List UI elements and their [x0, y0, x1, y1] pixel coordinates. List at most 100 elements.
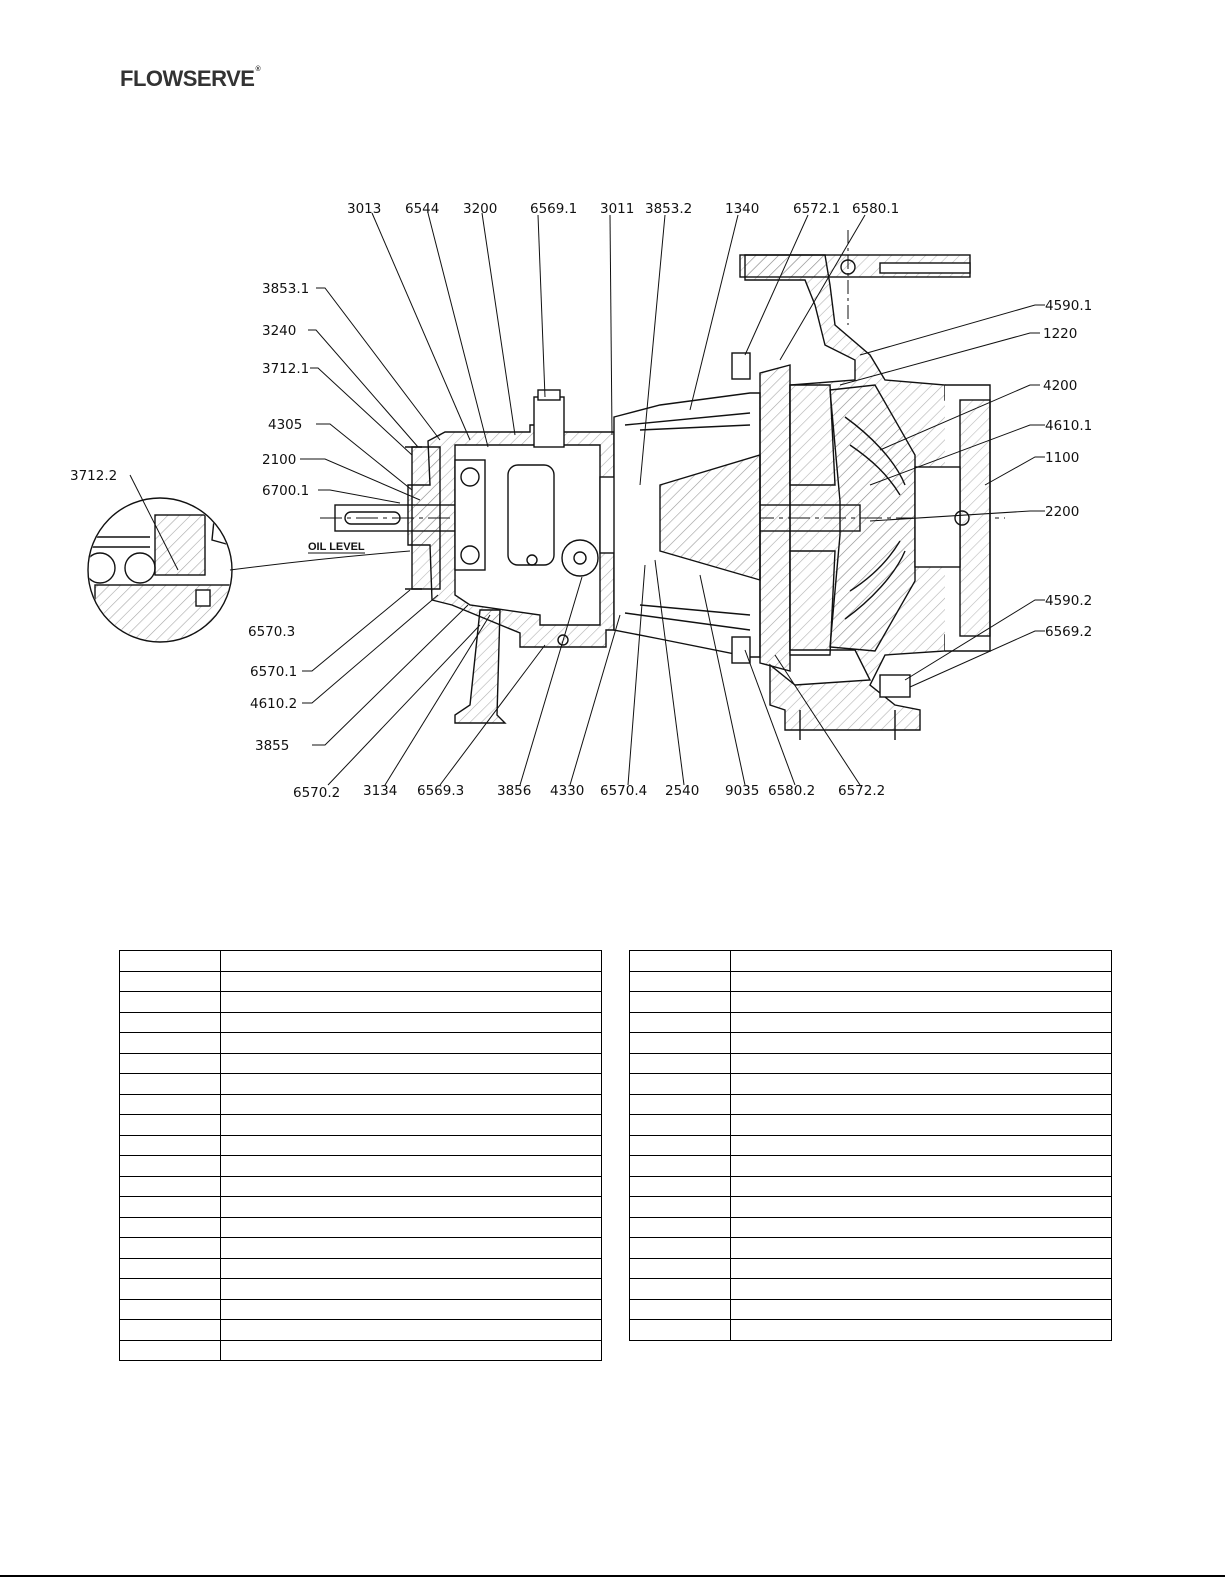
- part-description-cell: [730, 1196, 1112, 1218]
- callout-4330: 4330: [550, 783, 584, 799]
- callout-3853-1: 3853.1: [262, 281, 309, 297]
- part-number-cell: [119, 1032, 221, 1054]
- table-row: [119, 1298, 602, 1320]
- table-row: [119, 1052, 602, 1074]
- callout-6700-1: 6700.1: [262, 483, 309, 499]
- callout-3712-1: 3712.1: [262, 361, 309, 377]
- part-description-cell: [220, 1216, 602, 1238]
- oil-ring: [561, 539, 599, 577]
- part-number-cell: [119, 1093, 221, 1115]
- table-row: [119, 1339, 602, 1361]
- callout-3853-2: 3853.2: [645, 201, 692, 217]
- casing-bolt-top: [731, 352, 751, 380]
- part-description-cell: [730, 1073, 1112, 1095]
- callout-3134: 3134: [363, 783, 397, 799]
- part-number-cell: [629, 1237, 731, 1259]
- table-row: [629, 1073, 1112, 1095]
- callout-3855: 3855: [255, 738, 289, 754]
- table-row: [119, 1155, 602, 1177]
- callout-6572-1: 6572.1: [793, 201, 840, 217]
- part-number-cell: [119, 1175, 221, 1197]
- bearing-foot-support: [454, 609, 507, 724]
- table-row: [629, 1175, 1112, 1197]
- part-number-cell: [629, 1052, 731, 1074]
- callout-1100: 1100: [1045, 450, 1079, 466]
- callout-4590-1: 4590.1: [1045, 298, 1092, 314]
- table-row: [629, 1052, 1112, 1074]
- part-description-cell: [730, 1175, 1112, 1197]
- part-number-cell: [119, 1011, 221, 1033]
- table-row: [119, 1319, 602, 1341]
- oil-fill-plug: [533, 396, 565, 448]
- casing-bolt-bottom: [731, 636, 751, 664]
- part-description-cell: [730, 950, 1112, 972]
- table-row: [119, 950, 602, 972]
- callout-4305: 4305: [268, 417, 302, 433]
- part-description-cell: [220, 1114, 602, 1136]
- part-number-cell: [629, 1114, 731, 1136]
- part-description-cell: [730, 1237, 1112, 1259]
- callout-6580-2: 6580.2: [768, 783, 815, 799]
- part-number-cell: [119, 1278, 221, 1300]
- part-description-cell: [730, 1032, 1112, 1054]
- table-row: [119, 1237, 602, 1259]
- part-description-cell: [220, 970, 602, 992]
- part-description-cell: [730, 970, 1112, 992]
- part-description-cell: [220, 1175, 602, 1197]
- part-description-cell: [220, 1237, 602, 1259]
- part-description-cell: [220, 1073, 602, 1095]
- table-row: [119, 1216, 602, 1238]
- callout-4610-1: 4610.1: [1045, 418, 1092, 434]
- table-row: [629, 950, 1112, 972]
- callout-6570-3: 6570.3: [248, 624, 295, 640]
- part-number-cell: [119, 950, 221, 972]
- part-description-cell: [730, 1134, 1112, 1156]
- table-row: [119, 1134, 602, 1156]
- volute-casing: [744, 254, 961, 731]
- table-row: [119, 1011, 602, 1033]
- part-number-cell: [119, 1237, 221, 1259]
- footer-rule: [0, 1575, 1225, 1577]
- table-row: [629, 1237, 1112, 1259]
- table-row: [119, 1073, 602, 1095]
- thrust-bearing: [454, 459, 486, 571]
- casing-cover: [759, 364, 791, 672]
- table-row: [629, 1093, 1112, 1115]
- parts-table-right: [629, 950, 1112, 1341]
- part-number-cell: [629, 1175, 731, 1197]
- leader-lines: [129, 212, 1045, 786]
- part-number-cell: [629, 1319, 731, 1341]
- part-number-cell: [119, 1114, 221, 1136]
- table-row: [629, 1216, 1112, 1238]
- callout-4610-2: 4610.2: [250, 696, 297, 712]
- part-number-cell: [119, 1073, 221, 1095]
- part-description-cell: [220, 950, 602, 972]
- part-description-cell: [220, 1134, 602, 1156]
- part-number-cell: [119, 1134, 221, 1156]
- part-number-cell: [629, 1134, 731, 1156]
- part-description-cell: [220, 1196, 602, 1218]
- part-number-cell: [629, 970, 731, 992]
- table-row: [629, 1011, 1112, 1033]
- part-description-cell: [730, 1278, 1112, 1300]
- callout-6569-2: 6569.2: [1045, 624, 1092, 640]
- table-row: [119, 970, 602, 992]
- radial-bearing: [507, 464, 555, 566]
- part-number-cell: [629, 1093, 731, 1115]
- part-number-cell: [629, 1257, 731, 1279]
- callout-3011: 3011: [600, 201, 634, 217]
- pump-body: [320, 230, 1005, 740]
- callout-6570-4: 6570.4: [600, 783, 647, 799]
- table-row: [629, 1032, 1112, 1054]
- table-row: [629, 1298, 1112, 1320]
- part-number-cell: [629, 950, 731, 972]
- part-description-cell: [730, 1011, 1112, 1033]
- table-row: [629, 1257, 1112, 1279]
- callout-3013: 3013: [347, 201, 381, 217]
- callout-3200: 3200: [463, 201, 497, 217]
- oil-level-label: OIL LEVEL: [308, 541, 365, 553]
- part-number-cell: [119, 970, 221, 992]
- table-row: [629, 1134, 1112, 1156]
- callout-2540: 2540: [665, 783, 699, 799]
- part-description-cell: [220, 1155, 602, 1177]
